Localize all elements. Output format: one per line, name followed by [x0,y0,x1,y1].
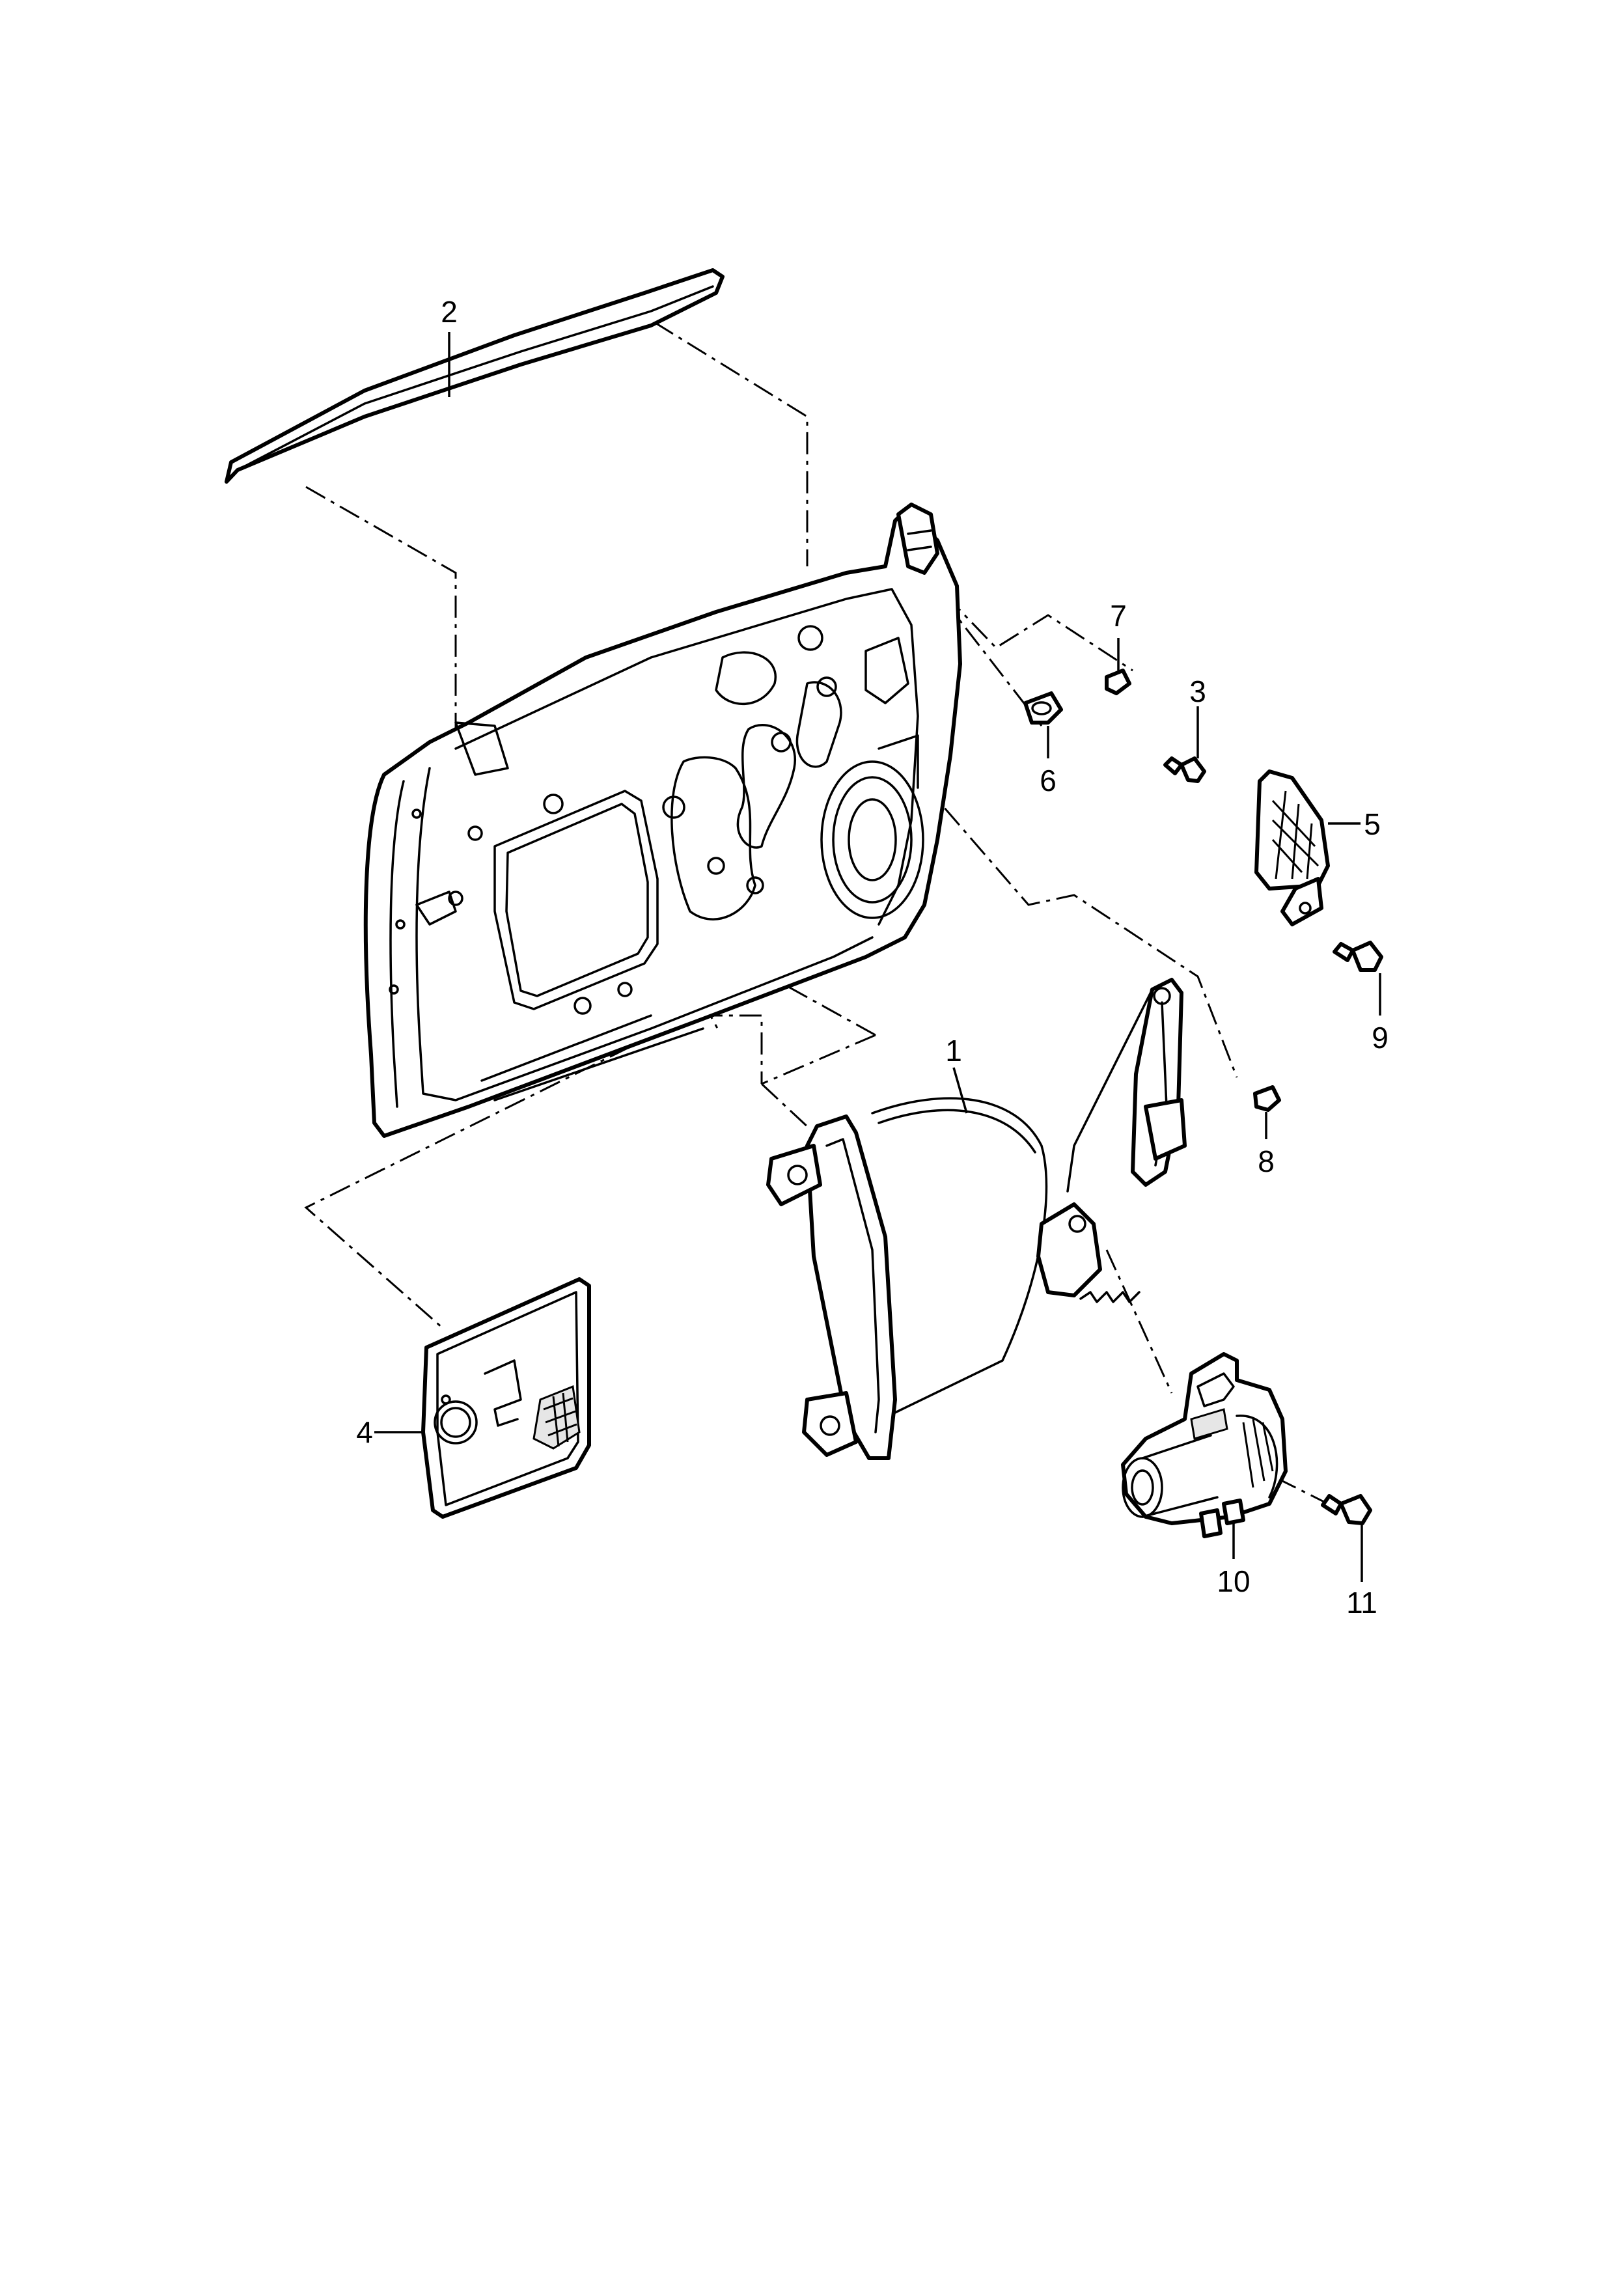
callout-10: 10 [1217,1564,1250,1598]
callout-labels: 1 2 3 4 5 6 7 8 9 10 11 [356,295,1389,1620]
callout-11: 11 [1346,1586,1377,1620]
window-regulator [766,978,1187,1460]
callout-8: 8 [1258,1144,1275,1178]
callout-6: 6 [1040,764,1057,797]
callout-4: 4 [356,1415,373,1449]
callout-9: 9 [1372,1021,1389,1055]
window-motor [1121,1352,1288,1538]
assembly-lines [304,321,1342,1512]
callout-1: 1 [945,1034,962,1068]
callout-7: 7 [1110,599,1127,633]
callout-2: 2 [441,295,458,329]
leader-lines [374,332,1381,1582]
door-cover-panel [421,1277,591,1519]
window-seal-strip [225,268,725,484]
callout-5: 5 [1364,807,1381,841]
mirror-trim-cover [1254,769,1330,926]
fasteners [1023,669,1383,1525]
callout-3: 3 [1189,674,1206,708]
door-shell [363,503,962,1138]
